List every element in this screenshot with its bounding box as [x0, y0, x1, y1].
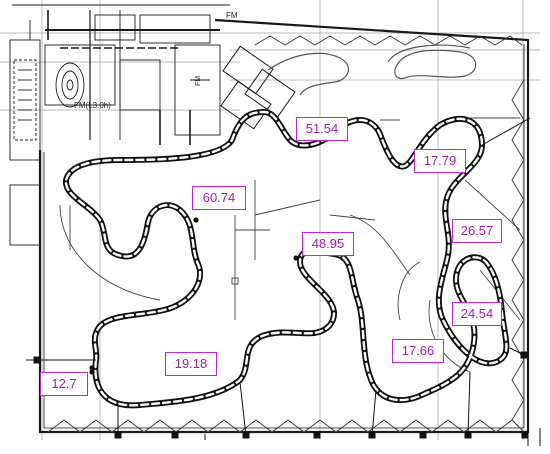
segment-length-label: 48.95: [302, 232, 354, 256]
interior-partitions: [59, 117, 521, 373]
segment-length-label: 26.57: [452, 219, 502, 243]
fm-label-side: FM: [195, 76, 202, 86]
segment-length-label: 17.79: [414, 149, 466, 173]
support-columns: [26, 117, 541, 446]
segment-length-label: 60.74: [192, 186, 246, 210]
secondary-tracks: [267, 44, 477, 96]
roof-truss-right: [511, 79, 525, 421]
equipment-room: [9, 10, 221, 246]
segment-length-label: 24.54: [452, 302, 502, 326]
segment-length-label: 19.18: [165, 352, 217, 376]
roof-truss-top: [254, 35, 523, 46]
segment-length-label: 51.54: [296, 117, 348, 141]
conveyor-route: [63, 108, 510, 409]
fm-label-top: FM: [226, 11, 238, 20]
segment-length-label: 17.66: [392, 339, 444, 363]
segment-length-label: 12.7: [40, 372, 88, 396]
roof-truss-bottom: [47, 419, 525, 433]
fm-label-left: FM(L3.0h): [74, 101, 111, 110]
rotated-units: [220, 45, 296, 130]
